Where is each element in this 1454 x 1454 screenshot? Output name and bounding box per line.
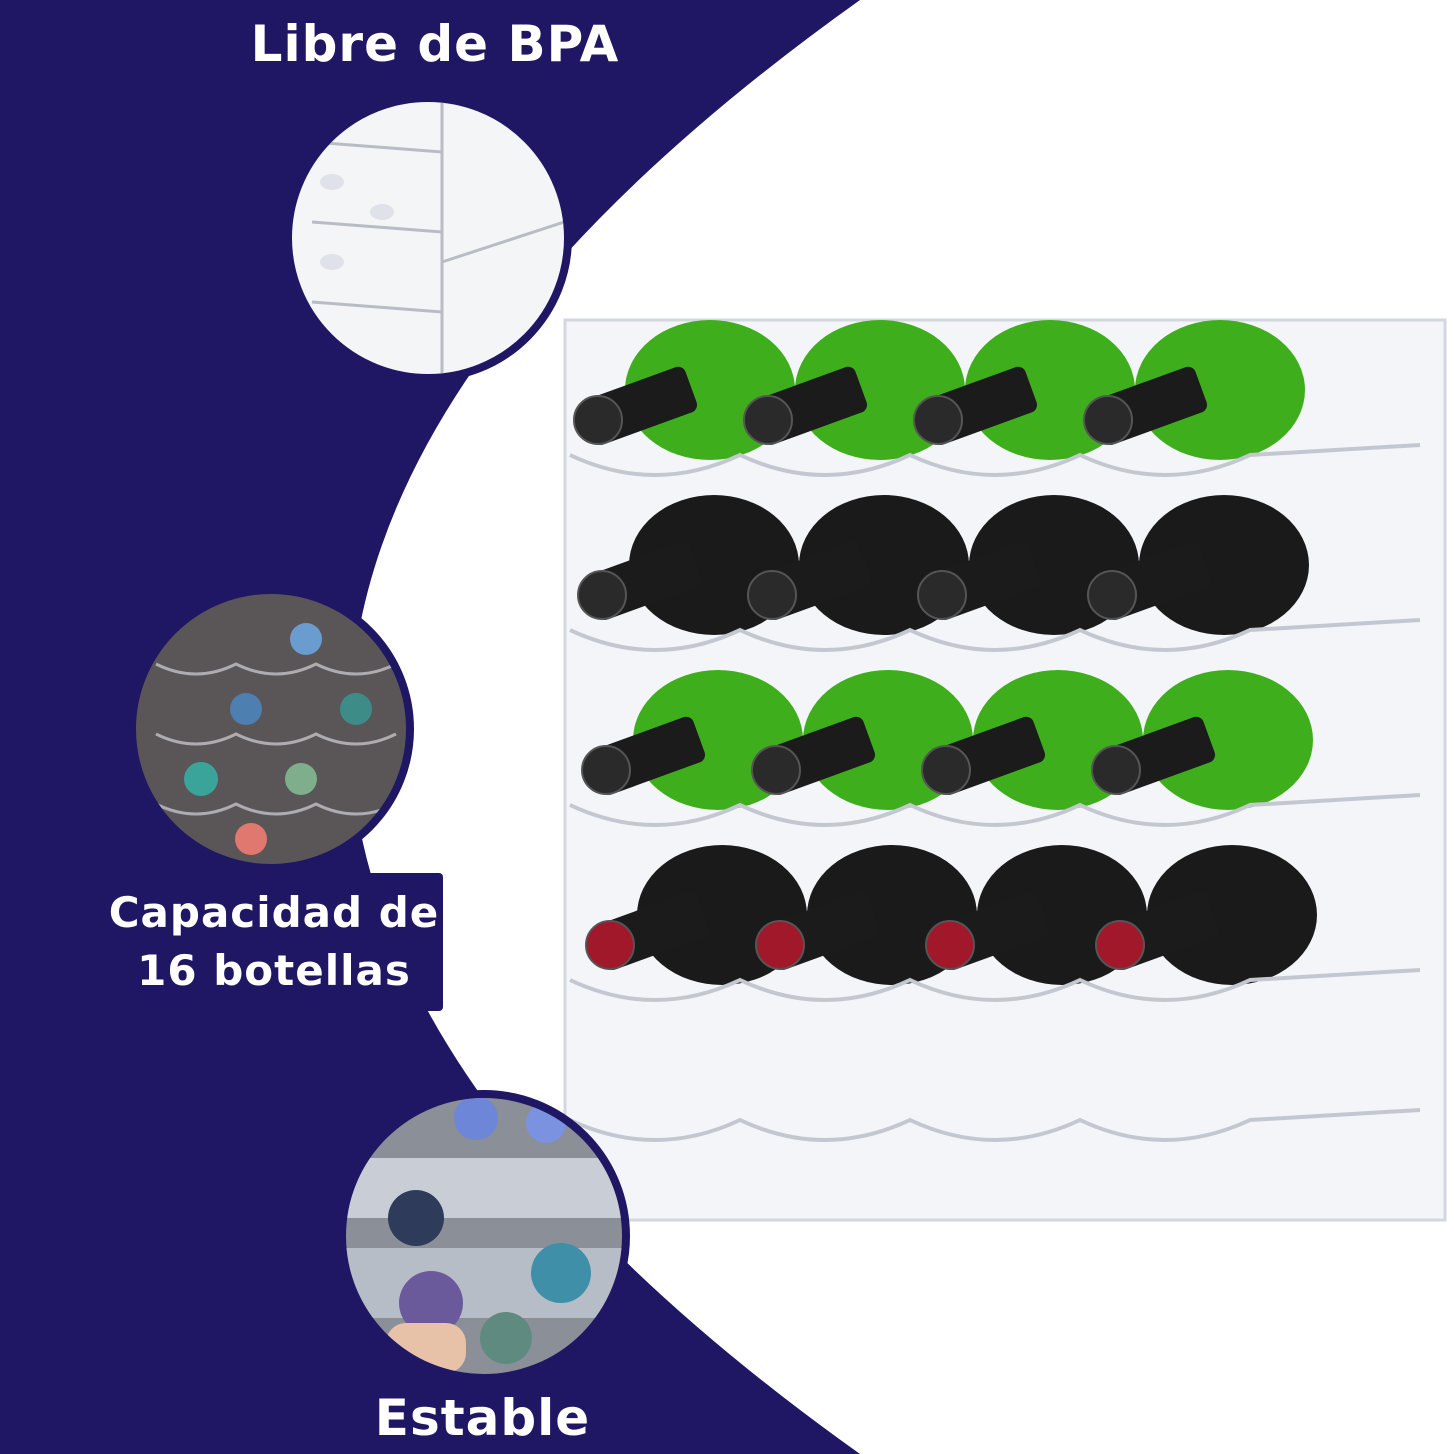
- capacity-line-2: 16 botellas: [137, 946, 411, 995]
- rack-shelf: [569, 793, 1421, 827]
- bottle-cap: [747, 570, 797, 620]
- bottle-cap: [573, 395, 623, 445]
- bottle-cap: [585, 920, 635, 970]
- bottle-cap: [751, 745, 801, 795]
- bpa-detail-image: [284, 94, 572, 382]
- bottle-body: [1135, 320, 1305, 460]
- bottle-body: [1147, 845, 1317, 985]
- rack-shelf: [569, 618, 1421, 652]
- bottle-cap: [743, 395, 793, 445]
- bottle-cap: [755, 920, 805, 970]
- bottle-cap: [925, 920, 975, 970]
- bottle-cap: [1087, 570, 1137, 620]
- bottle-cap: [1095, 920, 1145, 970]
- bottle-cap: [1083, 395, 1133, 445]
- bottle-cap: [921, 745, 971, 795]
- feature-stable-label: Estable: [374, 1389, 591, 1447]
- rack-base: [569, 1108, 1421, 1142]
- bottle-cap: [917, 570, 967, 620]
- capacity-detail-image: [128, 586, 414, 872]
- feature-bpa-free-label: Libre de BPA: [250, 15, 620, 73]
- wine-rack-image: [563, 318, 1447, 1222]
- bottle-cap: [577, 570, 627, 620]
- bottle-body: [1139, 495, 1309, 635]
- bottle-cap: [581, 745, 631, 795]
- bottle-cap: [913, 395, 963, 445]
- capacity-line-1: Capacidad de: [108, 888, 440, 937]
- feature-capacity-label: Capacidad de 16 botellas: [105, 884, 443, 1000]
- bottle-cap: [1091, 745, 1141, 795]
- rack-shelf: [569, 443, 1421, 477]
- rack-shelf: [569, 968, 1421, 1002]
- stable-detail-image: [338, 1090, 630, 1382]
- capacity-label-box: [105, 873, 443, 1011]
- bottle-body: [1143, 670, 1313, 810]
